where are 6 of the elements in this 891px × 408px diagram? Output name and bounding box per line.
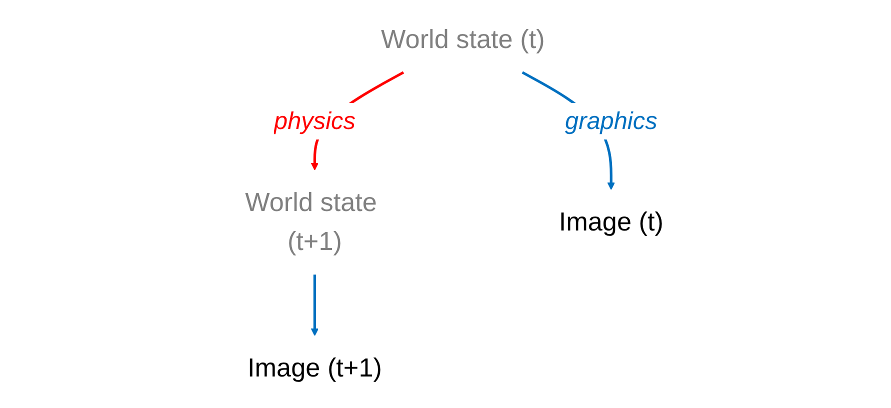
node-text: World state (t+1)	[245, 188, 377, 256]
node-text: Image (t)	[558, 208, 664, 237]
edge-label: graphics	[565, 107, 658, 134]
node-text: World state (t)	[381, 25, 545, 54]
node-text: Image (t+1)	[247, 354, 382, 383]
arrow	[310, 274, 319, 336]
